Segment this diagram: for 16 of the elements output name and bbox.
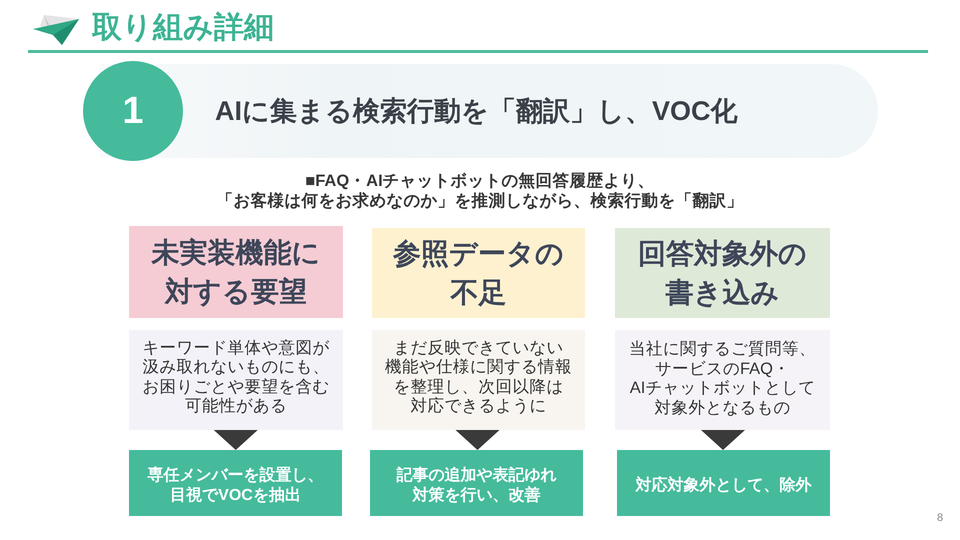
description-box: 当社に関するご質問等、サービスのFAQ・AIチャットボットとして対象外となるもの [615, 330, 830, 430]
page-number: 8 [936, 512, 944, 524]
intro-text: ■FAQ・AIチャットボットの無回答履歴より、「お客様は何をお求めなのか」を推測しながら、検索行動を「翻訳」 [216, 171, 744, 211]
category-box: 未実装機能に対する要望 [129, 226, 343, 318]
action-box: 記事の追加や表記ゆれ対策を行い、改善 [370, 450, 583, 516]
page-title: 取り組み詳細 [92, 10, 274, 46]
category-box: 参照データの不足 [372, 228, 585, 318]
description-box: キーワード単体や意図が汲み取れないものにも、お困りごとや要望を含む可能性がある [129, 330, 343, 430]
arrow [214, 430, 258, 450]
action-box: 対応対象外として、除外 [617, 450, 830, 516]
description-box: まだ反映できていない機能や仕様に関する情報を整理し、次回以降は対応できるように [372, 330, 585, 430]
arrow [701, 430, 745, 450]
category-box: 回答対象外の書き込み [615, 228, 830, 318]
action-box: 専任メンバーを設置し、目視でVOCを抽出 [129, 450, 342, 516]
number-circle: 1 [83, 61, 183, 161]
arrow [456, 430, 500, 450]
